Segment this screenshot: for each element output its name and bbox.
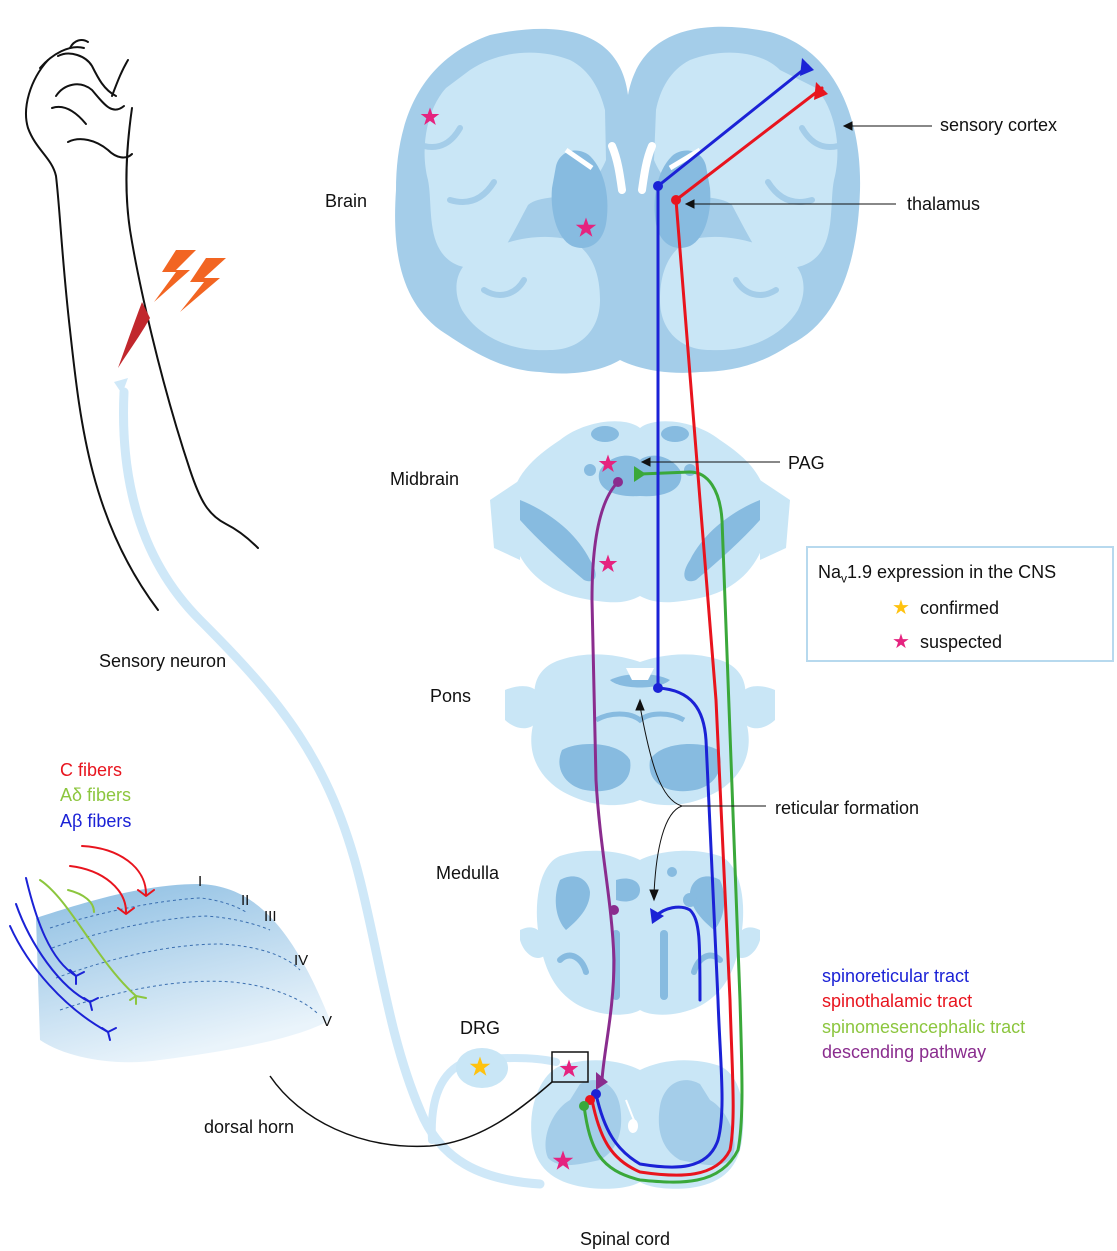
a-beta-fibers-label: Aβ fibers bbox=[60, 811, 131, 831]
pons-section bbox=[505, 654, 775, 805]
legend-title: Nav1.9 expression in the CNS bbox=[818, 562, 1056, 586]
pag-label: PAG bbox=[788, 453, 825, 473]
a-delta-fibers-label: Aδ fibers bbox=[60, 785, 131, 805]
legend-suspected-row: ★suspected bbox=[892, 632, 1002, 653]
pain-bolt-icon bbox=[154, 250, 226, 312]
sensory-neuron-label: Sensory neuron bbox=[99, 651, 226, 671]
lamina-label-i: I bbox=[198, 873, 202, 890]
lamina-label-v: V bbox=[322, 1013, 332, 1030]
tract-legend-spinoreticular: spinoreticular tract bbox=[822, 966, 969, 987]
tract-legend-spinomesencephalic: spinomesencephalic tract bbox=[822, 1017, 1025, 1038]
reticular-formation-label: reticular formation bbox=[775, 798, 919, 818]
expression-legend: Nav1.9 expression in the CNS ★confirmed … bbox=[806, 546, 1114, 662]
lamina-label-iv: IV bbox=[294, 952, 308, 969]
pons-label: Pons bbox=[430, 686, 471, 706]
lamina-label-iii: III bbox=[264, 908, 277, 925]
tract-legend-spinothalamic: spinothalamic tract bbox=[822, 991, 972, 1012]
wound-icon bbox=[118, 302, 150, 368]
sensory-cortex-label: sensory cortex bbox=[940, 115, 1057, 135]
midbrain-label: Midbrain bbox=[390, 469, 459, 489]
c-fibers-label: C fibers bbox=[60, 760, 122, 780]
tract-legend-descending: descending pathway bbox=[822, 1042, 986, 1063]
brain-label: Brain bbox=[325, 191, 367, 211]
drg-label: DRG bbox=[460, 1018, 500, 1038]
suspected-star-icon: ★ bbox=[892, 633, 912, 651]
legend-confirmed-row: ★confirmed bbox=[892, 598, 999, 619]
spinal-cord-label: Spinal cord bbox=[580, 1229, 670, 1249]
thalamus-label: thalamus bbox=[907, 194, 980, 214]
medulla-label: Medulla bbox=[436, 863, 500, 883]
dorsal-horn-label: dorsal horn bbox=[204, 1117, 294, 1137]
lamina-label-ii: II bbox=[241, 892, 249, 909]
confirmed-star-icon: ★ bbox=[892, 599, 912, 617]
midbrain-section bbox=[490, 421, 790, 602]
